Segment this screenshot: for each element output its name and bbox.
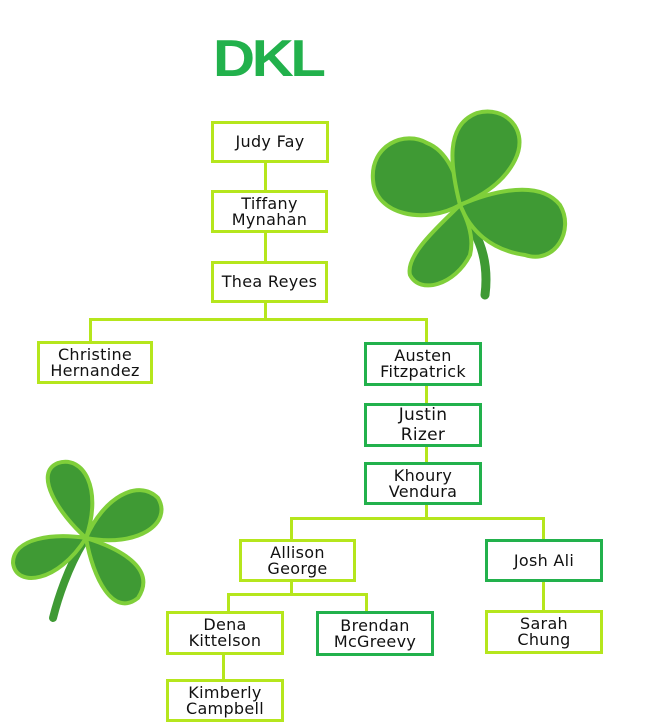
org-node-justin-rizer: Justin Rizer [364,403,482,447]
connector-line [290,517,545,520]
connector-line [290,581,293,595]
connector-line [425,446,428,463]
shamrock-icon [10,459,164,622]
connector-line [290,517,293,540]
org-node-christine-hernandez: Christine Hernandez [37,341,153,384]
connector-line [89,318,92,342]
connector-line [365,593,368,612]
org-node-dena-kittelson: Dena Kittelson [166,611,284,655]
connector-line [425,504,428,520]
connector-line [542,581,545,611]
connector-line [227,593,367,596]
connector-line [264,232,267,262]
org-node-austen-fitzpatrick: Austen Fitzpatrick [364,342,482,386]
connector-line [227,593,230,612]
org-node-thea-reyes: Thea Reyes [211,261,328,303]
org-node-tiffany-mynahan: Tiffany Mynahan [211,190,328,233]
connector-line [89,318,428,321]
connector-line [425,385,428,404]
dkl-logo: DKL [213,30,326,88]
org-node-josh-ali: Josh Ali [485,539,603,582]
org-node-allison-george: Allison George [239,539,356,582]
connector-line [264,162,267,191]
connector-line [264,302,267,321]
connector-line [542,517,545,540]
shamrock-icon [370,109,567,300]
org-node-kimberly-campbell: Kimberly Campbell [166,679,284,722]
org-node-judy-fay: Judy Fay [211,121,329,163]
org-node-sarah-chung: Sarah Chung [485,610,603,654]
org-node-khoury-vendura: Khoury Vendura [364,462,482,505]
org-node-brendan-mcgreevy: Brendan McGreevy [316,611,434,656]
connector-line [425,318,428,343]
connector-line [222,654,225,680]
